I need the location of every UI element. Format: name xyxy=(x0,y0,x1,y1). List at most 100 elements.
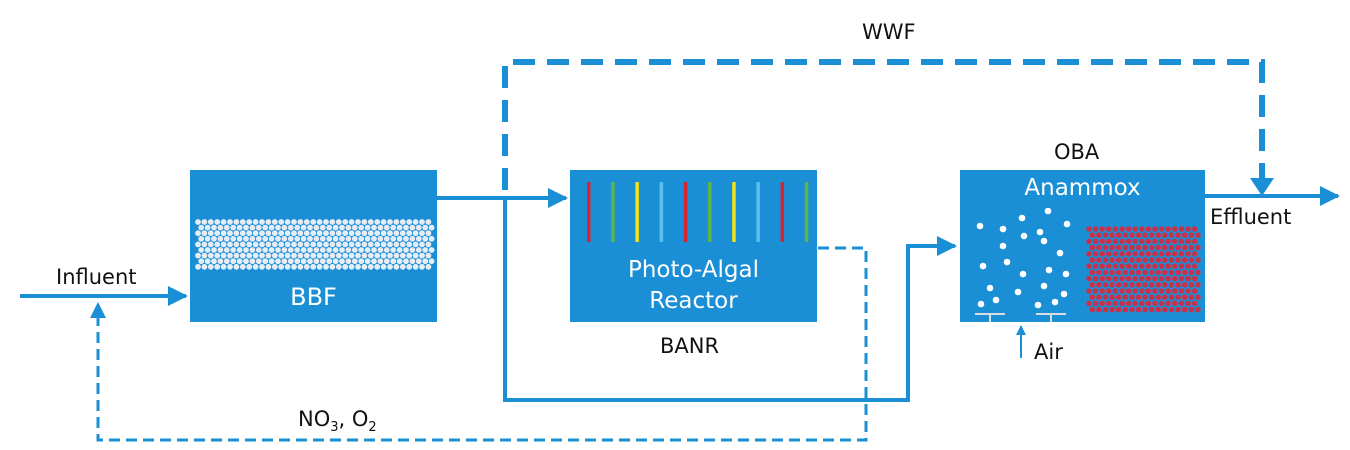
anammox-granule xyxy=(1152,300,1158,307)
anammox-granule xyxy=(1148,306,1155,313)
anammox-granule xyxy=(1181,282,1188,288)
filter-bead xyxy=(262,235,269,242)
light-bar xyxy=(756,182,760,242)
filter-bead xyxy=(403,235,409,242)
oba-label: OBA xyxy=(1054,140,1100,164)
filter-bead xyxy=(284,219,291,225)
photo-algal-reactor-box xyxy=(570,170,817,322)
anammox-granule xyxy=(1109,282,1115,288)
anammox-granule xyxy=(1125,263,1132,270)
filter-bead xyxy=(195,219,201,225)
filter-bead xyxy=(310,230,317,237)
filter-bead xyxy=(198,247,205,253)
filter-bead xyxy=(291,219,297,225)
aeration-bubbles xyxy=(976,207,1071,309)
filter-bead xyxy=(422,224,429,231)
anammox-granule xyxy=(1181,306,1188,313)
filter-bead xyxy=(220,219,227,225)
filter-bead xyxy=(332,224,339,231)
anammox-granule xyxy=(1145,300,1152,307)
air-bubble xyxy=(1018,214,1026,222)
filter-bead xyxy=(233,219,240,225)
filter-bead xyxy=(284,263,291,270)
anammox-granule xyxy=(1135,232,1142,238)
anammox-granule xyxy=(1102,282,1109,288)
recycle-no-subscript: 3 xyxy=(330,420,339,436)
anammox-granule xyxy=(1142,269,1148,276)
filter-bead xyxy=(422,235,429,242)
filter-bead xyxy=(223,224,230,231)
filter-bead xyxy=(390,258,397,265)
filter-bead xyxy=(211,235,217,242)
filter-bead xyxy=(326,224,333,231)
filter-bead xyxy=(326,247,333,253)
filter-bead xyxy=(415,235,422,242)
anammox-granule xyxy=(1122,269,1129,276)
filter-bead xyxy=(393,241,400,248)
filter-bead xyxy=(239,252,246,259)
anammox-granule xyxy=(1155,306,1162,313)
filter-bead xyxy=(335,241,342,248)
filter-bead xyxy=(313,247,320,253)
anammox-granule xyxy=(1109,232,1115,238)
filter-bead xyxy=(380,252,387,259)
filter-bead xyxy=(195,230,201,237)
filter-bead xyxy=(236,258,243,265)
air-bubble xyxy=(1056,249,1064,257)
anammox-granule xyxy=(1152,275,1158,282)
filter-bead xyxy=(249,235,256,242)
anammox-granule xyxy=(1158,251,1165,257)
filter-bead xyxy=(297,230,304,237)
filter-bead xyxy=(278,219,285,225)
anammox-granule xyxy=(1148,257,1155,263)
filter-bead xyxy=(355,230,361,237)
filter-bead xyxy=(323,230,329,237)
filter-bead xyxy=(287,224,294,231)
bypass-to-anammox-line xyxy=(503,198,957,402)
anammox-granule xyxy=(1109,244,1115,251)
air-bubble xyxy=(1040,282,1048,290)
anammox-granule xyxy=(1181,294,1188,301)
filter-bead xyxy=(287,235,294,242)
filter-bead xyxy=(374,252,381,259)
filter-bead xyxy=(284,241,291,248)
anammox-granule xyxy=(1092,263,1099,270)
diffuser-right xyxy=(1036,313,1066,322)
anammox-granule xyxy=(1089,257,1096,263)
anammox-granule xyxy=(1195,232,1201,238)
anammox-granule xyxy=(1172,238,1178,245)
anammox-granule xyxy=(1172,226,1178,232)
anammox-granule xyxy=(1129,232,1135,238)
filter-bead xyxy=(214,263,221,270)
filter-bead xyxy=(403,224,409,231)
anammox-granule xyxy=(1089,269,1096,276)
anammox-granule xyxy=(1191,226,1198,232)
filter-bead xyxy=(422,258,429,265)
filter-bead xyxy=(323,263,329,270)
filter-bead xyxy=(399,252,406,259)
filter-bead xyxy=(246,263,253,270)
anammox-granule xyxy=(1139,263,1145,270)
anammox-granule xyxy=(1152,238,1158,245)
filter-bead xyxy=(396,258,403,265)
filter-bead xyxy=(265,252,272,259)
anammox-granule xyxy=(1106,275,1112,282)
anammox-granule xyxy=(1129,257,1135,263)
light-bar xyxy=(683,182,688,242)
anammox-granule xyxy=(1129,282,1135,288)
filter-bead xyxy=(268,247,275,253)
anammox-granule xyxy=(1155,269,1162,276)
filter-bead xyxy=(419,230,425,237)
filter-bead xyxy=(275,224,281,231)
anammox-granule xyxy=(1172,300,1178,307)
anammox-granule xyxy=(1168,232,1175,238)
anammox-granule xyxy=(1172,275,1178,282)
filter-bead xyxy=(297,263,304,270)
reactor-light-bars xyxy=(587,182,809,242)
filter-bead xyxy=(387,241,393,248)
filter-bead xyxy=(281,258,288,265)
filter-bead xyxy=(425,241,432,248)
filter-bead xyxy=(406,252,413,259)
filter-bead xyxy=(239,241,246,248)
filter-bead xyxy=(271,241,278,248)
